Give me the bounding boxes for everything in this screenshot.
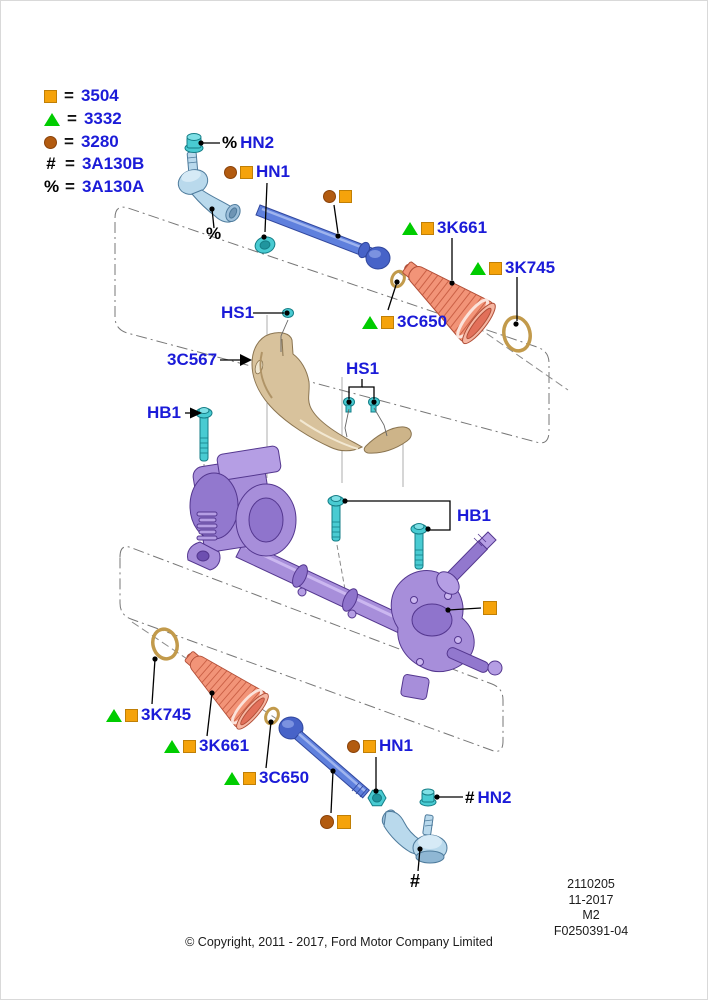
orange-square-icon [240,165,253,179]
callout-hn1-bottom[interactable]: HN1 [347,735,413,757]
green-triangle-icon [362,315,378,329]
callout-rod-bottom-markers[interactable] [320,811,351,833]
callout-hn1-top[interactable]: HN1 [224,161,290,183]
callout-hb1-left[interactable]: HB1 [147,403,182,422]
orange-square-icon [337,815,351,829]
legend-item-3504: = 3504 [44,85,119,107]
brown-circle-icon [347,739,360,753]
orange-square-icon [363,739,376,753]
figure-number: F0250391-04 [553,923,629,938]
doc-date: 11-2017 [568,892,614,907]
callout-clamp-bottom[interactable]: 3C650 [224,767,309,789]
steering-boot-bottom [184,651,269,730]
callout-hs1-shield[interactable]: HS1 [221,303,255,322]
orange-square-icon [125,708,138,722]
bottom-group-box [119,546,504,752]
hb1-bolts [195,407,428,570]
callout-clamp-top[interactable]: 3C650 [362,311,447,333]
leader-lines [151,140,519,872]
legend-item-3280: = 3280 [44,131,119,153]
callout-boot-top[interactable]: 3K661 [402,217,487,239]
orange-square-icon [339,189,352,203]
doc-number: 2110205 [567,877,615,891]
inner-tie-rod-top [255,204,391,270]
brown-circle-icon [224,165,237,179]
orange-square-icon [483,601,497,615]
legend-code: 3280 [80,132,119,151]
legend-code: 3A130A [81,177,145,196]
doc-market: M2 [582,908,600,922]
callout-ring-bottom[interactable]: 3K745 [106,704,191,726]
top-group-box [114,206,550,444]
callout-boot-bottom[interactable]: 3K661 [164,735,249,757]
brown-circle-icon [44,135,57,149]
callout-hash-ref[interactable]: # [410,871,421,891]
steering-gear-illustration [187,445,503,700]
group-outline-boxes [114,206,550,752]
green-triangle-icon [402,221,418,235]
hn2-nut-bottom [419,788,437,807]
legend-item-3A130A: % = 3A130A [44,177,145,196]
copyright-notice: © Copyright, 2011 - 2017, Ford Motor Com… [185,935,493,949]
legend-code: 3332 [83,109,122,128]
callout-hs1-pair[interactable]: HS1 [346,359,380,378]
legend-code: 3A130B [81,154,145,173]
boot-ring-top [502,315,532,353]
callout-hn2-top[interactable]: %HN2 [222,133,275,152]
callout-hb1-right[interactable]: HB1 [457,506,492,525]
boot-clamp-bottom [264,706,280,726]
hn1-nut-top [254,236,276,254]
green-triangle-icon [44,112,60,126]
brown-circle-icon [323,189,336,203]
hb1-bolt-middle [327,495,345,542]
legend-item-3A130B: # = 3A130B [44,153,144,175]
green-triangle-icon [224,771,240,785]
legend-code: 3504 [80,86,119,105]
heat-shield-illustration [251,332,412,454]
outer-tie-rod-end-bottom [381,809,448,864]
orange-square-icon [381,315,394,329]
hb1-bolt-left [195,407,213,462]
callout-percent-ref[interactable]: % [206,224,222,243]
orange-square-icon [421,221,434,235]
hn2-nut-top [184,133,204,153]
green-triangle-icon [106,708,122,722]
boot-clamp-top [390,269,406,289]
orange-square-icon [243,771,256,785]
orange-square-icon [489,261,502,275]
legend-item-3332: = 3332 [44,108,122,130]
green-triangle-icon [470,261,486,275]
hn1-nut-bottom [367,789,387,807]
outer-tie-rod-end-top [177,151,241,223]
boot-ring-bottom [151,627,179,661]
inner-tie-rod-bottom [278,716,371,799]
percent-symbol-icon: % [44,177,60,196]
steering-boot-top [402,261,496,345]
orange-square-icon [183,739,196,753]
orange-square-icon [44,89,57,103]
callout-gear-marker[interactable] [483,597,497,619]
callout-ring-top[interactable]: 3K745 [470,257,555,279]
callout-hn2-bottom[interactable]: #HN2 [465,788,512,807]
callout-heat-shield[interactable]: 3C567 [167,350,218,369]
hb1-bolt-right [410,523,428,570]
hash-symbol-icon: # [46,154,56,173]
callout-rod-top-markers[interactable] [323,185,352,207]
green-triangle-icon [164,739,180,753]
brown-circle-icon [320,815,334,829]
document-info-block: 2110205 11-2017 M2 F0250391-04 [515,877,667,939]
